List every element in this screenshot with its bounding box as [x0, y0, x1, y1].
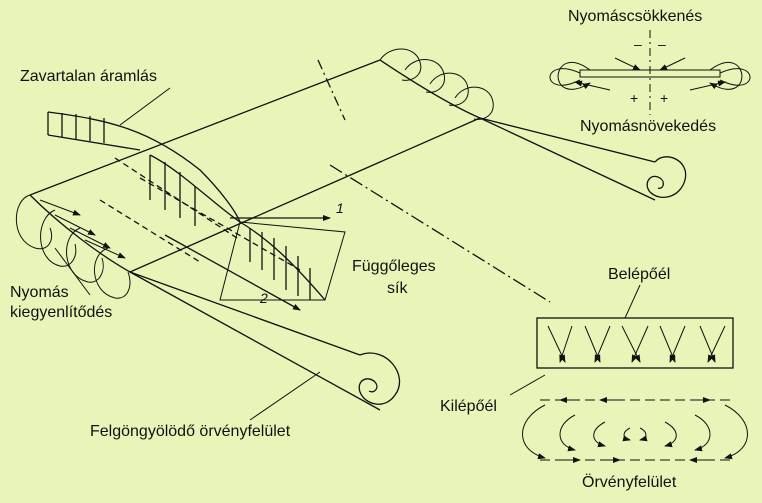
pressure-equalization-label-line1: Nyomás — [10, 284, 69, 301]
leader-undisturbed-flow — [119, 87, 171, 126]
leader-leading-edge — [624, 284, 641, 319]
vertical-plane-label-line2: sík — [387, 280, 408, 297]
pressure-decrease-label: Nyomáscsökkenés — [568, 8, 703, 25]
minus-sign-right: – — [658, 36, 666, 52]
vortex-surface-diagram — [522, 397, 748, 463]
line-1-label: 1 — [336, 200, 344, 216]
leader-vortex-surface — [249, 371, 321, 421]
line-2 — [164, 234, 301, 311]
right-vortex-sheet — [479, 117, 687, 201]
line-2-label: 2 — [260, 290, 268, 306]
leading-edge-label: Belépőél — [608, 266, 671, 283]
left-wingtip-vortices — [15, 194, 131, 299]
section-lines — [99, 157, 301, 271]
leader-pressure-equalization — [54, 247, 91, 296]
minus-sign-left: – — [634, 36, 642, 52]
wing-centerline-top — [317, 59, 346, 121]
edge-flow-box — [536, 317, 734, 369]
wing-outline — [29, 59, 481, 273]
undisturbed-flow-label: Zavartalan áramlás — [20, 68, 157, 85]
right-wingtip-vortices — [379, 48, 494, 120]
leader-trailing-edge — [509, 374, 546, 396]
wing-centerline — [329, 164, 551, 303]
pressure-equalization-label-line2: kiegyenlítődés — [10, 304, 113, 321]
plus-sign-right: + — [660, 90, 669, 106]
rolling-vortex-surface-label: Felgöngyölödő örvényfelület — [90, 423, 291, 440]
surface-flow-arrows — [39, 199, 126, 259]
vortex-surface-label: Örvényfelület — [582, 474, 677, 491]
pressure-increase-label: Nyomásnövekedés — [580, 118, 717, 135]
plus-sign-left: + — [630, 90, 639, 106]
trailing-edge-label: Kilépőél — [440, 398, 497, 415]
left-vortex-sheet — [129, 271, 401, 411]
vertical-plane-label-line1: Függőleges — [352, 258, 436, 275]
vertical-plane — [149, 154, 346, 301]
undisturbed-flow-profile — [47, 111, 241, 223]
pressure-cross-section — [549, 30, 751, 115]
